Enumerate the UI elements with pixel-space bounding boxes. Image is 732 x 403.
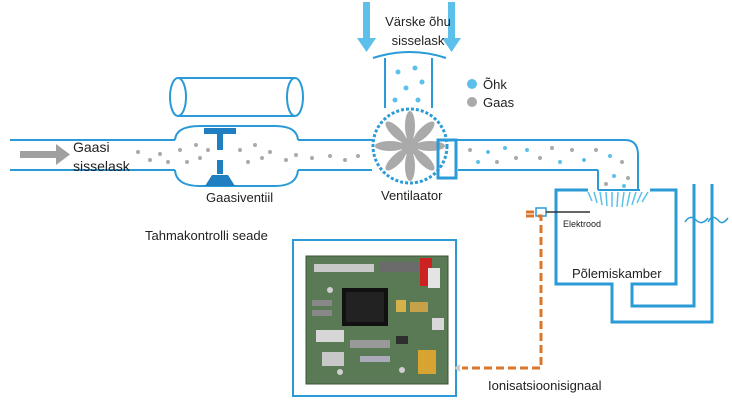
gas-inlet-label-line2: sisselask	[73, 158, 130, 174]
mixed-pipe	[446, 139, 640, 191]
legend-air-label: Õhk	[483, 77, 507, 92]
electrode	[535, 207, 590, 217]
gas-valve-label: Gaasiventiil	[206, 190, 274, 205]
gas-valve-housing	[174, 125, 299, 187]
electrode-label: Elektrood	[563, 219, 602, 229]
fresh-air-arrows	[357, 2, 461, 52]
mixed-particles	[468, 146, 630, 188]
gas-inlet-label-line1: Gaasi	[73, 139, 110, 155]
valve-cylinder	[169, 77, 304, 117]
control-board-frame	[292, 239, 457, 397]
soot-control-label: Tahmakontrolli seade	[145, 228, 268, 243]
gas-valve	[204, 128, 236, 186]
combustion-chamber-label: Põlemiskamber	[572, 266, 662, 281]
legend-gas-label: Gaas	[483, 95, 515, 110]
burner-flames	[587, 191, 649, 208]
legend	[467, 79, 477, 107]
fresh-air-label: Värske õhu sisselask	[368, 12, 468, 50]
combustion-chamber	[554, 184, 714, 324]
gas-pipe	[10, 139, 372, 171]
fan	[371, 107, 458, 185]
air-duct	[372, 51, 447, 108]
gas-particles-left	[136, 143, 360, 164]
ionisation-signal-line	[454, 210, 543, 372]
control-board	[305, 255, 449, 385]
legend-air-dot	[467, 79, 477, 89]
gas-inlet-arrow	[20, 144, 70, 165]
fresh-air-label-line1: Värske õhu	[385, 14, 451, 29]
gas-inlet-label: Gaasi sisselask	[73, 138, 130, 176]
legend-gas-dot	[467, 97, 477, 107]
ionisation-signal-label: Ionisatsioonisignaal	[488, 378, 602, 393]
fan-label: Ventilaator	[381, 188, 443, 203]
air-particles-duct	[392, 65, 425, 103]
chamber-break-marks	[684, 216, 729, 224]
fresh-air-label-line2: sisselask	[391, 33, 445, 48]
